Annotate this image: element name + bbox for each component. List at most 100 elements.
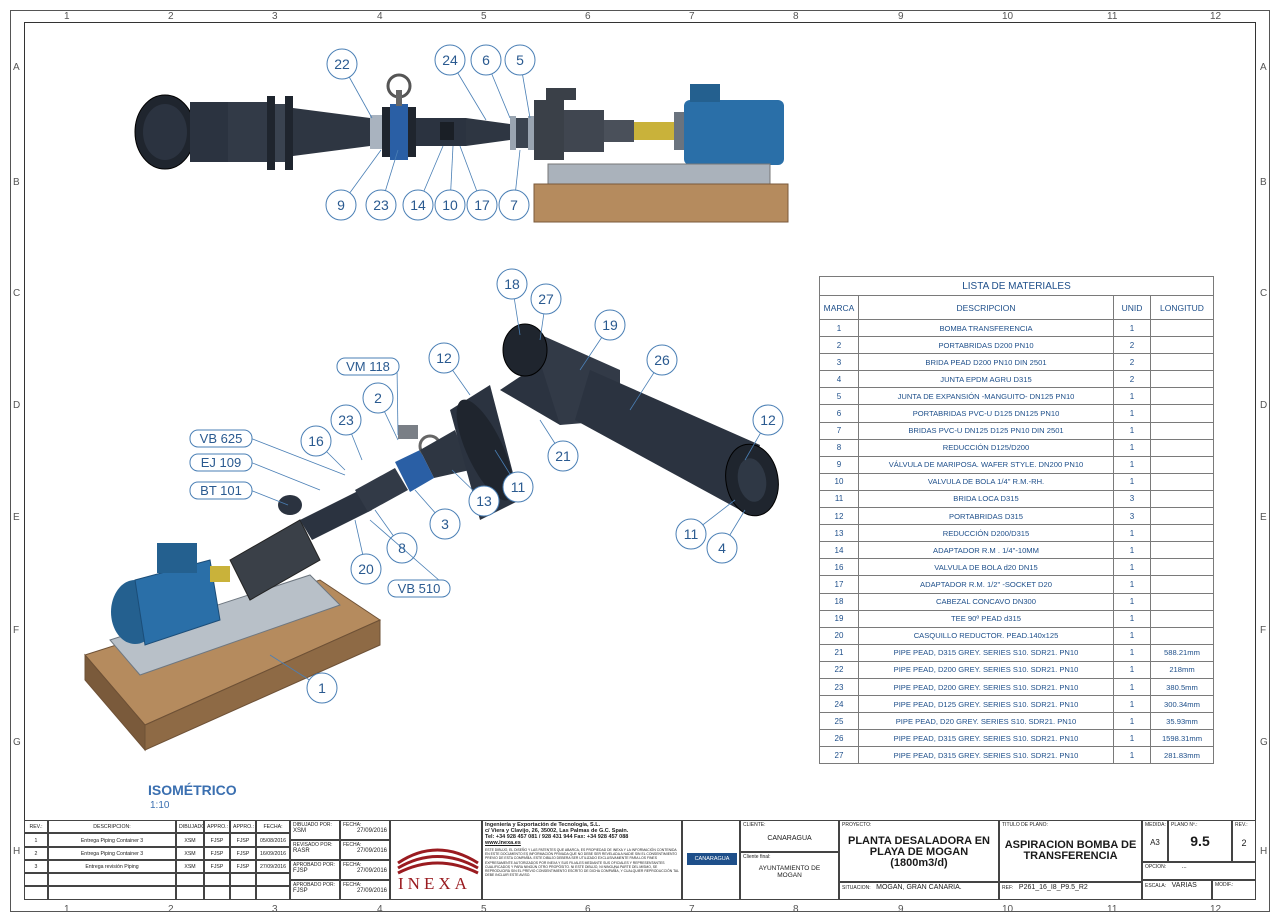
bom-cell-unid: 1 [1113,609,1151,628]
bom-cell-marca: 12 [819,507,859,526]
signature-date-label: FECHA: [343,842,362,848]
bom-cell-unid: 1 [1113,746,1151,765]
company-address: c/ Viera y Clavijo, 26, 35002, Las Palma… [485,828,629,834]
zone-row-F: F [13,625,20,636]
signature-date: 27/09/2016 [356,888,387,894]
bom-cell-len [1150,387,1214,406]
balloon-iso-27: 27 [538,291,554,307]
equipment-tag: VB 510 [398,581,441,596]
revision-cell [204,886,230,900]
balloon-top-9: 9 [337,197,345,213]
balloon-top-14: 14 [410,197,426,213]
balloon-circle [365,189,397,221]
balloon-iso-19: 19 [602,317,618,333]
bom-cell-marca: 22 [819,660,859,679]
equipment-tag: VM 118 [346,359,390,374]
equipment-tag: BT 101 [200,483,242,498]
balloon-circle [434,189,466,221]
opcion-cell: OPCION: ... [1142,862,1256,880]
bom-cell-len [1150,626,1214,645]
balloon-circle [502,471,534,503]
signature-role: APROBADO POR: [293,882,335,888]
tag-box [387,579,451,598]
signature-role: REVISADO POR: [293,842,333,848]
balloon-iso-3: 3 [441,516,449,532]
signature-date-label: FECHA: [343,882,362,888]
balloon-iso-4: 4 [718,540,726,556]
tag-box [189,453,253,472]
bom-cell-unid: 1 [1113,524,1151,543]
balloon-circle [429,508,461,540]
balloon-iso-13: 13 [476,493,492,509]
tag-box [189,429,253,448]
revision-cell: XSM [176,860,204,873]
bom-cell-desc: TEE 90º PEAD d315 [858,609,1114,628]
zone-column-7: 7 [689,904,695,915]
bom-cell-unid: 1 [1113,677,1151,697]
balloon-circle [468,485,500,517]
bom-cell-marca: 13 [819,524,859,543]
bom-header-unid: UNID [1113,295,1151,320]
tag-box [336,357,400,376]
zone-column-11: 11 [1107,11,1118,22]
balloon-iso-16: 16 [308,433,324,449]
balloon-circle [752,404,784,436]
bom-cell-desc: JUNTA DE EXPANSIÓN -MANGUITO- DN125 PN10 [858,387,1114,406]
zone-column-10: 10 [1002,11,1014,22]
revision-cell [24,886,48,900]
bom-cell-desc: VALVULA DE BOLA 1/4" R.M.-RH. [858,472,1114,491]
revision-cell: 16/09/2016 [256,847,290,860]
bom-cell-marca: 26 [819,729,859,748]
revision-header: APPRO.: [230,820,256,833]
bom-cell-marca: 24 [819,695,859,714]
revision-cell [176,886,204,900]
signature-date-label: FECHA: [343,822,362,828]
bom-cell-marca: 7 [819,421,859,440]
revision-cell [48,886,176,900]
tag-leader-line [249,437,346,476]
signature-name: FJSP [293,888,308,894]
bom-cell-desc: BRIDA LOCA D315 [858,489,1114,509]
bom-cell-marca: 6 [819,404,859,423]
situacion-cell: SITUACION: MOGAN, GRAN CANARIA. [839,882,999,900]
signature-name: FJSP [293,868,308,874]
company-name: Ingeniería y Exportación de Tecnología, … [485,822,601,828]
bom-cell-len [1150,472,1214,491]
situacion-label: SITUACION: [842,885,871,891]
bom-cell-desc: REDUCCIÓN D200/D315 [858,524,1114,543]
company-contact: Tel: +34 928 457 081 / 928 431 944 Fax: … [485,834,629,840]
balloon-top-17: 17 [474,197,490,213]
balloon-top-5: 5 [516,52,524,68]
bom-cell-len [1150,455,1214,474]
bom-cell-desc: REDUCCIÓN D125/D200 [858,438,1114,457]
balloon-iso-12: 12 [436,350,452,366]
bom-cell-unid: 1 [1113,404,1151,423]
revision-cell [176,873,204,886]
bom-cell-len [1150,336,1214,355]
rev-cell: REV.: 2 [1232,820,1256,862]
bom-cell-marca: 9 [819,455,859,474]
cliente-cell: CLIENTE: CANARAGUA [740,820,839,852]
bom-cell-desc: PIPE PEAD, D200 GREY. SERIES S10. SDR21.… [858,660,1114,679]
tag-leader-line [249,489,289,506]
revision-cell: FJSP [230,847,256,860]
iso-view-title: ISOMÉTRICO [148,782,237,798]
titulo-label: TITULO DE PLANO: [1002,822,1048,828]
bom-cell-len [1150,592,1214,611]
zone-row-D: D [1260,400,1268,411]
legal-notice: ESTE DIBUJO, EL DISEÑO Y LAS PATENTES QU… [485,848,679,878]
zone-row-A: A [13,62,20,73]
bom-cell-unid: 1 [1113,455,1151,474]
balloon-circle [470,44,502,76]
revision-header: APPRO.: [204,820,230,833]
bom-cell-unid: 2 [1113,353,1151,372]
revision-cell: FJSP [204,847,230,860]
bom-cell-marca: 3 [819,353,859,372]
